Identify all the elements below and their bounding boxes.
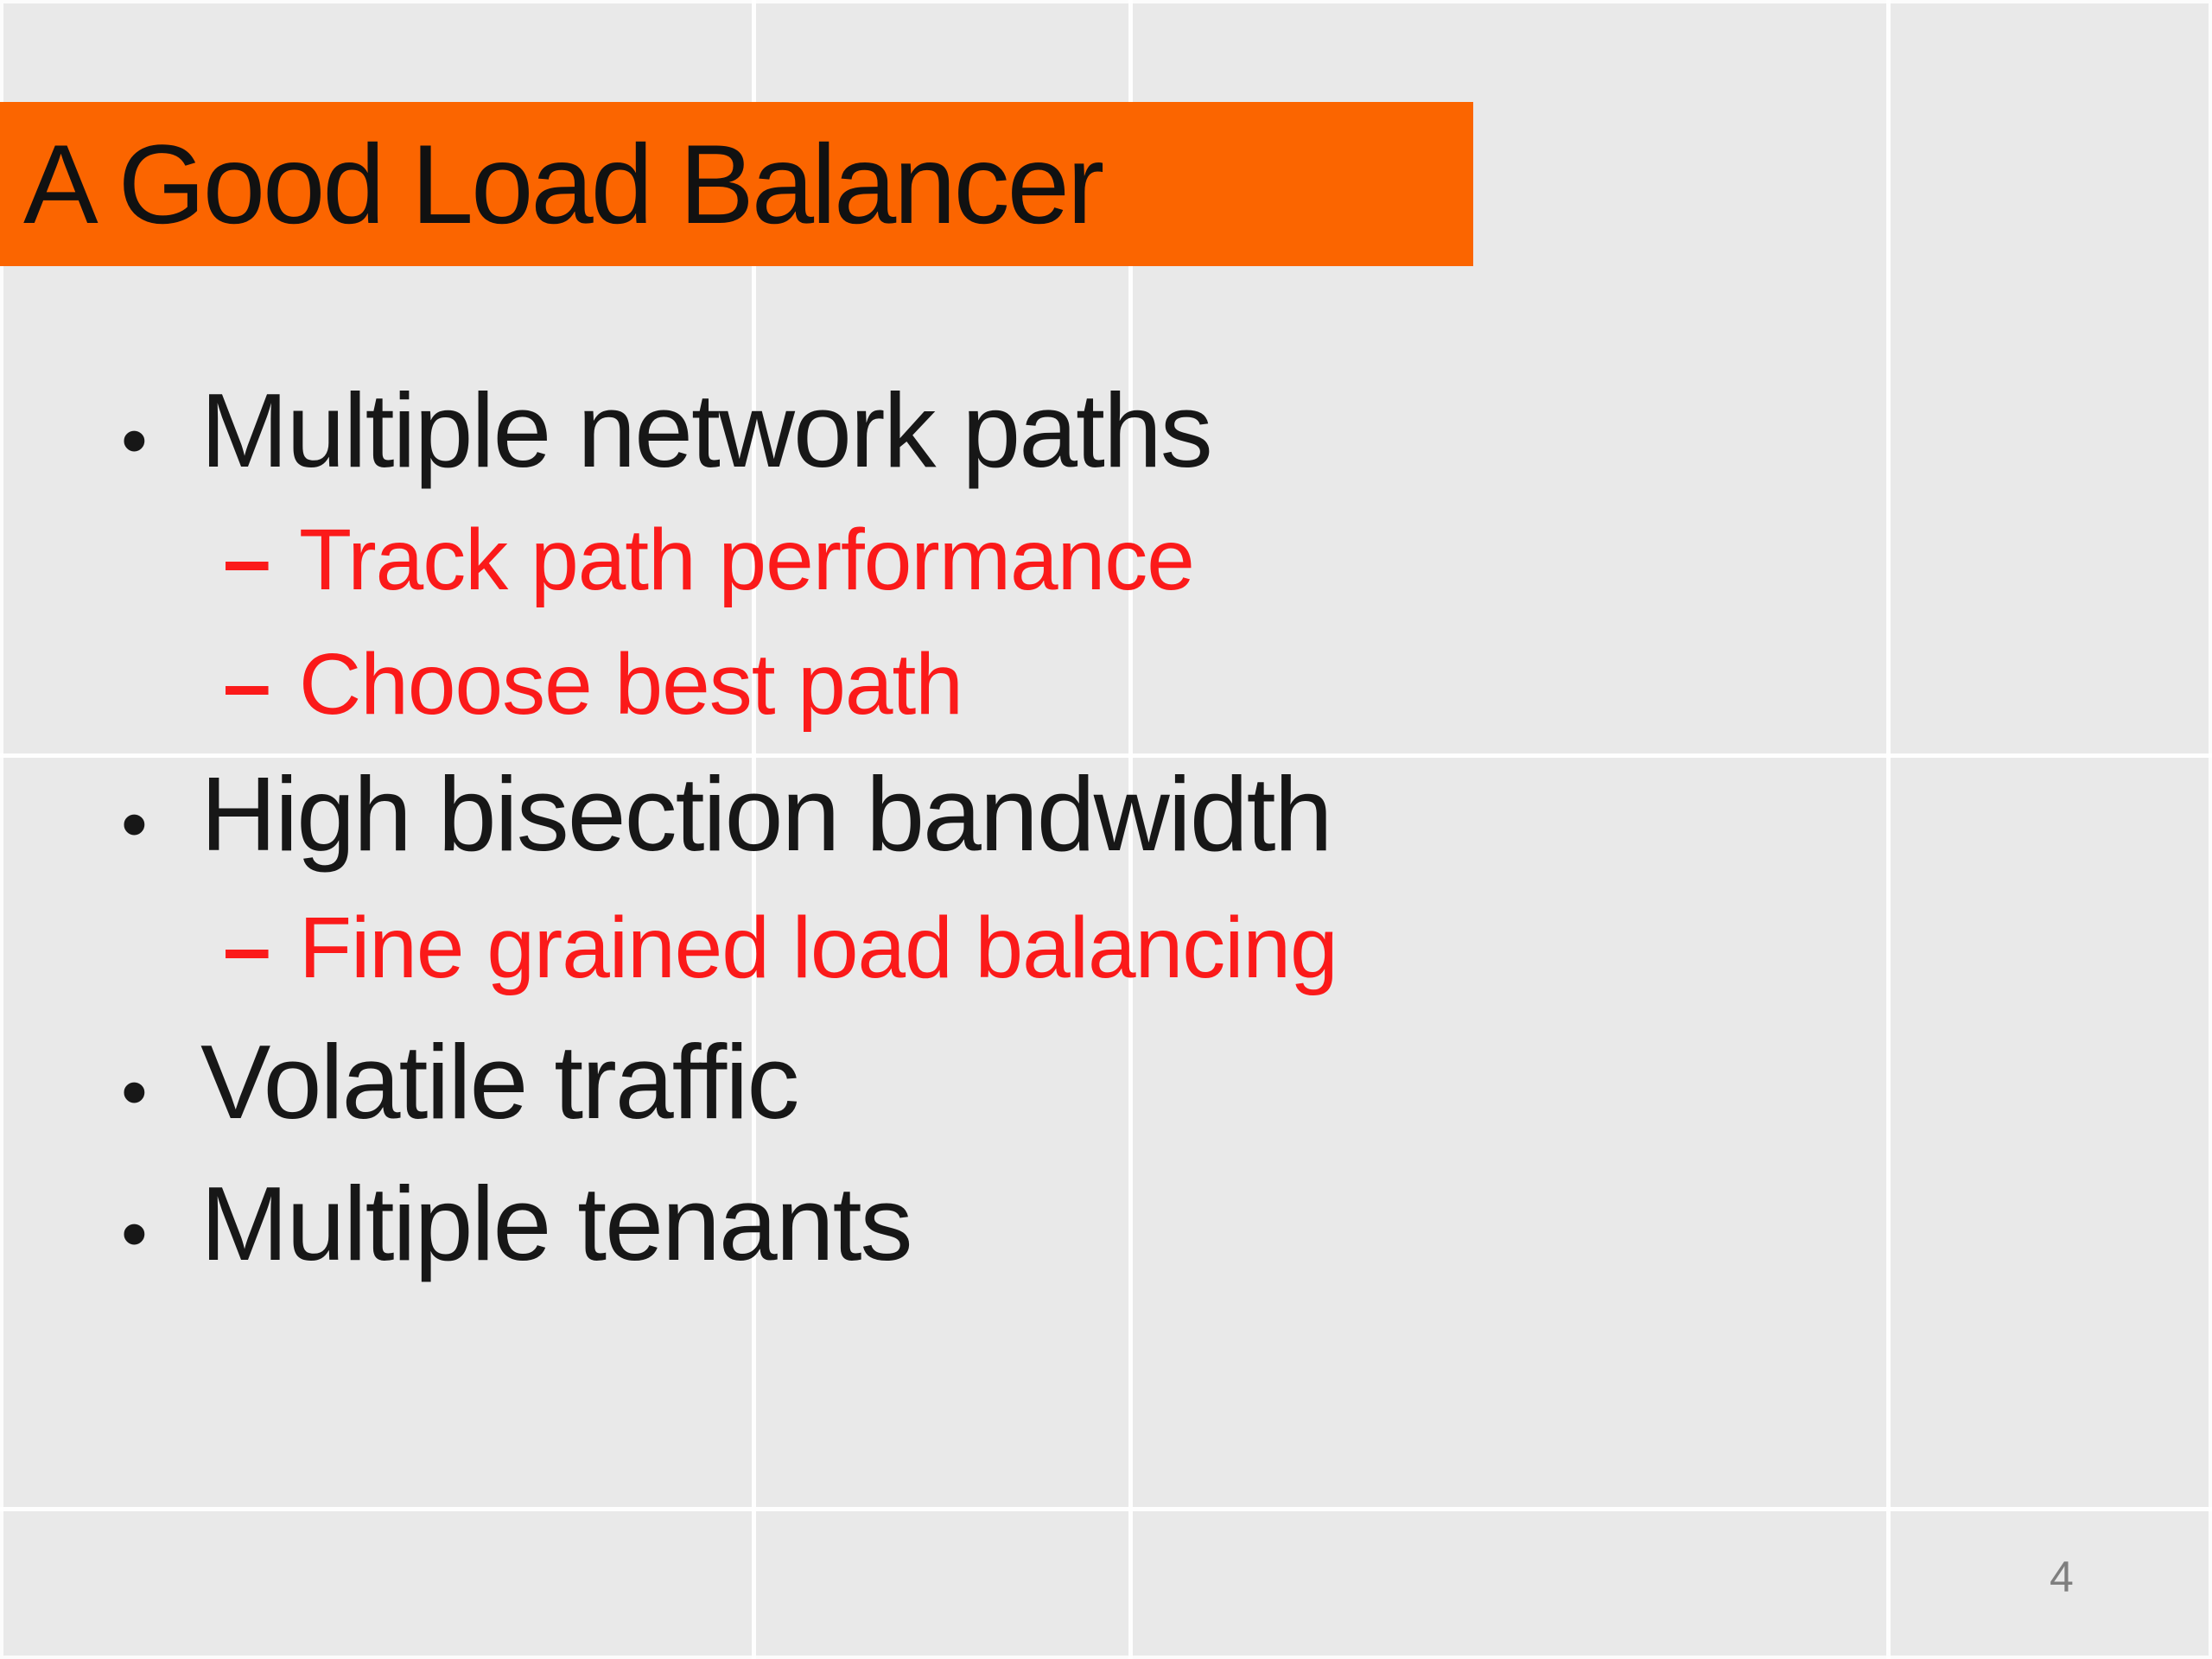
sub-bullet-text: Fine grained load balancing [299,899,1338,996]
gridline-horizontal [0,1507,2212,1511]
dash-icon: – [223,512,271,608]
gridline-vertical [752,0,756,1659]
slide-title: A Good Load Balancer [23,121,1104,247]
bullet-dot-icon: • [121,1049,148,1135]
dash-icon: – [223,899,271,996]
gridline-horizontal [0,753,2212,758]
bullet-text: Volatile traffic [200,1023,799,1141]
bullet-item: • Multiple network paths [121,365,1213,505]
sub-bullet-item: – Fine grained load balancing [223,892,1338,1004]
sub-bullet-item: – Choose best path [223,628,963,741]
bullet-item: • High bisection bandwidth [121,749,1332,889]
bullet-dot-icon: • [121,397,148,483]
gridline-vertical [1128,0,1133,1659]
bullet-item: • Volatile traffic [121,1017,799,1157]
bullet-dot-icon: • [121,1191,148,1276]
sub-bullet-text: Choose best path [299,636,963,733]
gridline-vertical [1886,0,1891,1659]
bullet-text: Multiple network paths [200,372,1213,489]
bullet-dot-icon: • [121,781,148,867]
bullet-text: High bisection bandwidth [200,755,1332,873]
sub-bullet-text: Track path performance [299,512,1195,608]
bullet-item: • Multiple tenants [121,1159,912,1299]
bullet-text: Multiple tenants [200,1165,912,1282]
page-number: 4 [2050,1553,2074,1601]
title-banner: A Good Load Balancer [0,102,1473,266]
dash-icon: – [223,636,271,733]
sub-bullet-item: – Track path performance [223,504,1195,616]
